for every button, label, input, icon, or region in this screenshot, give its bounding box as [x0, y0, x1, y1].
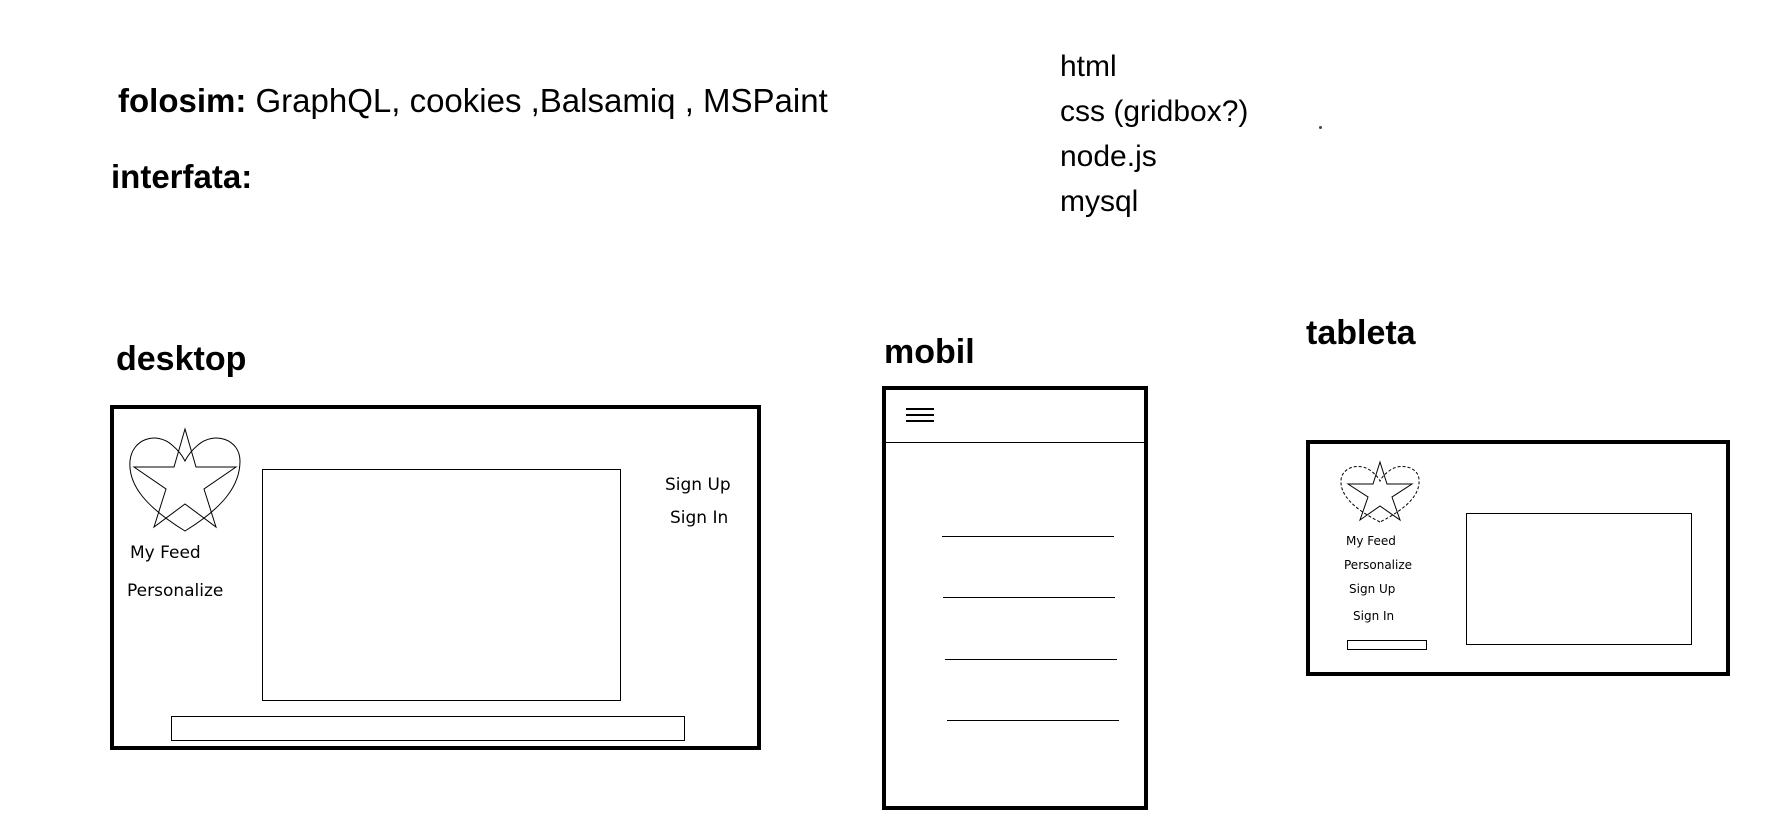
tech-item: node.js — [1060, 140, 1157, 173]
tools-label: folosim: — [118, 82, 247, 119]
nav-my-feed[interactable]: My Feed — [130, 543, 201, 563]
desktop-content-area — [262, 469, 621, 701]
nav-my-feed[interactable]: My Feed — [1346, 534, 1396, 548]
sign-up-link[interactable]: Sign Up — [1349, 582, 1396, 596]
tech-item: mysql — [1060, 185, 1139, 218]
nav-personalize[interactable]: Personalize — [127, 581, 224, 601]
desktop-section-title: desktop — [116, 340, 247, 378]
mobile-menu-line — [943, 597, 1115, 598]
mobile-header — [886, 390, 1144, 443]
tech-item: html — [1060, 50, 1117, 83]
sign-in-link[interactable]: Sign In — [1353, 609, 1395, 623]
desktop-wireframe: My Feed Personalize Sign Up Sign In — [110, 405, 761, 750]
stray-dot — [1319, 126, 1322, 129]
nav-personalize[interactable]: Personalize — [1344, 558, 1413, 572]
tech-stack-list: html css (gridbox?) node.js mysql — [1060, 44, 1248, 224]
desktop-bottom-bar — [171, 716, 685, 741]
heart-star-logo-icon — [129, 427, 241, 532]
tablet-content-area — [1466, 513, 1692, 645]
tablet-bottom-bar — [1347, 640, 1427, 650]
tech-item: css (gridbox?) — [1060, 95, 1249, 128]
hamburger-menu-icon[interactable] — [906, 408, 934, 424]
tools-value: GraphQL, cookies ,Balsamiq , MSPaint — [246, 82, 828, 119]
mobile-menu-line — [942, 536, 1114, 537]
heart-star-logo-icon — [1340, 460, 1420, 523]
mobile-menu-line — [945, 659, 1117, 660]
mobile-wireframe — [882, 386, 1148, 810]
tablet-wireframe: My Feed Personalize Sign Up Sign In — [1306, 440, 1730, 676]
sign-up-link[interactable]: Sign Up — [665, 475, 731, 495]
mobile-section-title: mobil — [884, 333, 975, 371]
tablet-section-title: tableta — [1306, 314, 1416, 352]
tools-note: folosim: GraphQL, cookies ,Balsamiq , MS… — [118, 82, 828, 120]
interface-heading: interfata: — [111, 158, 253, 195]
sign-in-link[interactable]: Sign In — [670, 508, 729, 528]
mobile-menu-line — [947, 720, 1119, 721]
